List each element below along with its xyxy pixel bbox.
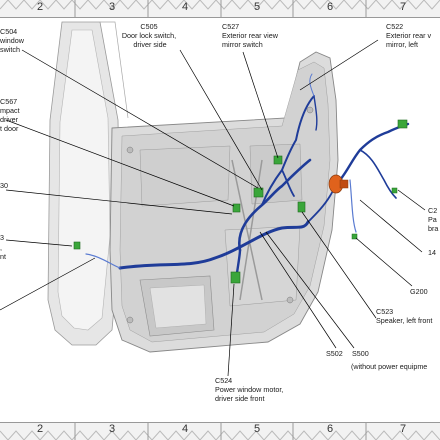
label-c522-line1: C522 [386,22,403,31]
label-c504-line3: switch [0,45,20,54]
label-c524-line1: C524 [215,376,232,385]
label-c524-line2: Power window motor, [215,385,283,394]
label-c567-line4: t door [0,124,19,133]
grid-ruler-top: 2 3 4 5 6 7 [0,0,440,18]
label-c505-line3: driver side [133,40,166,49]
label-c527-line3: mirror switch [222,40,263,49]
label-c567-line3: driver [0,115,19,124]
connector-c2 [391,187,398,194]
label-c567-line1: C567 [0,97,17,106]
label-14: 14 [428,248,436,257]
label-c524: C524 Power window motor, driver side fro… [215,376,285,403]
label-c523: C523 Speaker, left front [376,307,432,325]
grid-number-top-3: 3 [108,1,116,13]
label-c523-line1: C523 [376,307,393,316]
connectors [73,119,408,284]
label-c2-line3: bra [428,224,438,233]
label-c2-line2: Pa [428,215,437,224]
label-left-3: 3 [0,233,4,242]
grid-number-top-7: 7 [399,1,407,13]
ruler-top-chevrons [0,0,440,18]
label-c522: C522 Exterior rear v mirror, left [386,22,433,49]
label-c527-line2: Exterior rear view [222,31,279,40]
ruler-bottom-chevrons [0,422,440,440]
label-c567-line2: mpact [0,106,20,115]
grid-number-top-2: 2 [36,1,44,13]
label-left-3-text: 3 [0,233,4,242]
connector-c567 [232,203,241,213]
grid-number-bottom-4: 4 [181,423,189,435]
label-c523-line2: Speaker, left front [376,316,432,325]
label-s500: S500 [352,349,369,358]
label-14-text: 14 [428,248,436,257]
label-c505-line1: C505 [140,22,157,31]
connector-c527 [273,155,283,165]
leader-lines [0,39,426,377]
connector-c505 [253,187,264,198]
label-c567: C567 mpact driver t door [0,97,22,133]
label-s500-note: (without power equipme [351,362,427,371]
label-left-misc-line2: nt [0,252,6,261]
label-left-misc-line1: , [0,243,2,252]
label-c522-line3: mirror, left [386,40,418,49]
grommet-boot [339,179,349,189]
label-left-30: 30 [0,181,8,190]
label-g200-text: G200 [410,287,428,296]
label-c2-line1: C2 [428,206,437,215]
label-c522-line2: Exterior rear v [386,31,432,40]
connector-c524 [230,271,241,284]
label-s500-text: S500 [352,349,369,358]
connector-left [73,241,81,250]
grid-number-bottom-3: 3 [108,423,116,435]
label-g200: G200 [410,287,428,296]
label-s502: S502 [326,349,343,358]
label-s500-note-text: (without power equipme [351,362,427,371]
grid-number-top-6: 6 [326,1,334,13]
grid-number-bottom-6: 6 [326,423,334,435]
label-s502-text: S502 [326,349,343,358]
label-c505: C505 Door lock switch, driver side [122,22,178,49]
label-c504-line1: C504 [0,27,17,36]
label-left-misc: , nt [0,243,6,261]
label-c505-line2: Door lock switch, [122,31,176,40]
label-left-30-text: 30 [0,181,8,190]
label-c2-right: C2 Pa bra [428,206,439,233]
label-c524-line3: driver side front [215,394,265,403]
connector-c522 [397,119,408,129]
grid-number-bottom-7: 7 [399,423,407,435]
connector-g200 [351,233,358,240]
connector-c523 [297,201,306,213]
grid-ruler-bottom: 2 3 4 5 6 7 [0,422,440,440]
label-c504: C504 window switch [0,27,26,54]
grid-number-top-4: 4 [181,1,189,13]
label-c527: C527 Exterior rear view mirror switch [222,22,280,49]
door-shell [47,21,129,346]
door-inner-panel [109,51,339,353]
grid-number-bottom-2: 2 [36,423,44,435]
label-c527-line1: C527 [222,22,239,31]
grid-number-top-5: 5 [253,1,261,13]
label-c504-line2: window [0,36,25,45]
grid-number-bottom-5: 5 [253,423,261,435]
